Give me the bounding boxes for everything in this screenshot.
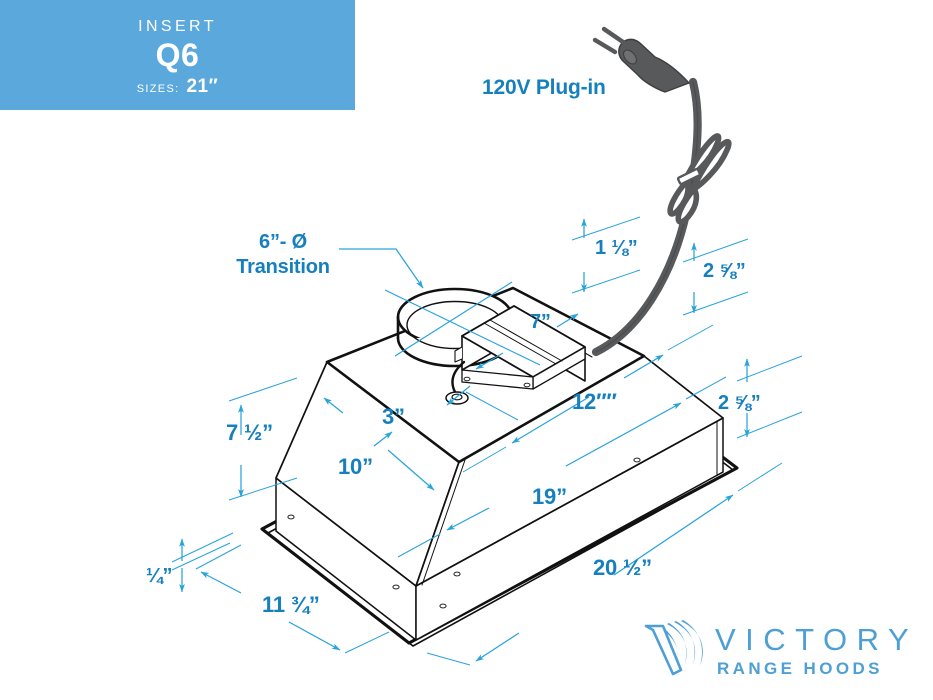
- dim-label-top-setback: 3”: [382, 404, 405, 429]
- logo-tagline: RANGE HOODS: [717, 659, 883, 678]
- dim-label-cord-riser: 1 ⅛”: [595, 237, 638, 259]
- cord-bundle-loop: [667, 133, 732, 225]
- hood-slope-corner-bead: [415, 461, 460, 587]
- hood-body: [260, 286, 739, 647]
- dimline-jbox-length: [475, 313, 579, 370]
- screw-dimple: [392, 584, 400, 590]
- banner-sizes-value: 21″: [186, 75, 219, 97]
- callout-transition: 6”- Ø Transition: [213, 232, 353, 277]
- dim-label-slope-face: 10”: [338, 454, 373, 479]
- callout-120v-plug-in: 120V Plug-in: [482, 76, 606, 99]
- banner-sizes-label: SIZES:: [136, 82, 180, 95]
- dim-label-top-depth: 12″″: [572, 389, 617, 414]
- screw-dimple: [287, 514, 295, 520]
- screw-dimple: [453, 571, 461, 577]
- logo-wordmark: VICTORY: [715, 622, 919, 657]
- leader-transition: [339, 248, 424, 289]
- dim-label-overall-depth: 11 ¾”: [262, 592, 320, 617]
- banner-sizes: SIZES: 21″: [137, 77, 218, 96]
- product-banner: INSERT Q6 SIZES: 21″: [0, 0, 355, 110]
- collar-centerlines: [384, 281, 541, 366]
- dimline-opening-length: [397, 376, 727, 558]
- dim-label-opening-length: 19”: [532, 484, 567, 509]
- dimline-flange-right: [736, 355, 803, 439]
- dim-label-jbox-length: 7”: [530, 311, 551, 333]
- power-cord: [591, 26, 732, 357]
- dimline-top-setback: [373, 385, 519, 447]
- hood-slope-corner-bead-2: [421, 459, 466, 586]
- callout-transition-line1: 6”- Ø: [259, 231, 307, 253]
- dimline-height-front: [228, 377, 298, 501]
- dimline-overall-depth: [195, 544, 390, 654]
- dim-label-height-front: 7 ½”: [226, 420, 273, 445]
- dimline-flange-thickness: [171, 532, 234, 593]
- screw-dimple: [633, 457, 641, 463]
- dimension-lines: [171, 216, 803, 666]
- dimline-cord-riser: [571, 216, 641, 294]
- junction-box: [445, 305, 593, 405]
- banner-model: Q6: [155, 36, 200, 73]
- screw-dimple: [439, 603, 447, 609]
- cord-tie: [676, 167, 702, 186]
- dimline-overall-length: [426, 462, 783, 666]
- victory-flame-v-icon: [644, 620, 703, 676]
- dim-label-flange-right: 2 ⅝”: [718, 392, 761, 414]
- plug-head: [592, 26, 690, 93]
- victory-range-hoods-logo: VICTORY RANGE HOODS: [643, 618, 923, 690]
- dimline-top-depth: [462, 324, 714, 473]
- dim-label-flange-thickness: ¼”: [146, 565, 173, 587]
- dimline-cord-offset: [682, 238, 749, 316]
- dimline-slope-face: [323, 397, 435, 491]
- dim-label-overall-length: 20 ½”: [593, 555, 652, 580]
- dim-label-cord-offset: 2 ⅝”: [703, 260, 746, 282]
- callout-transition-line2: Transition: [236, 256, 330, 278]
- banner-kicker: INSERT: [138, 17, 217, 35]
